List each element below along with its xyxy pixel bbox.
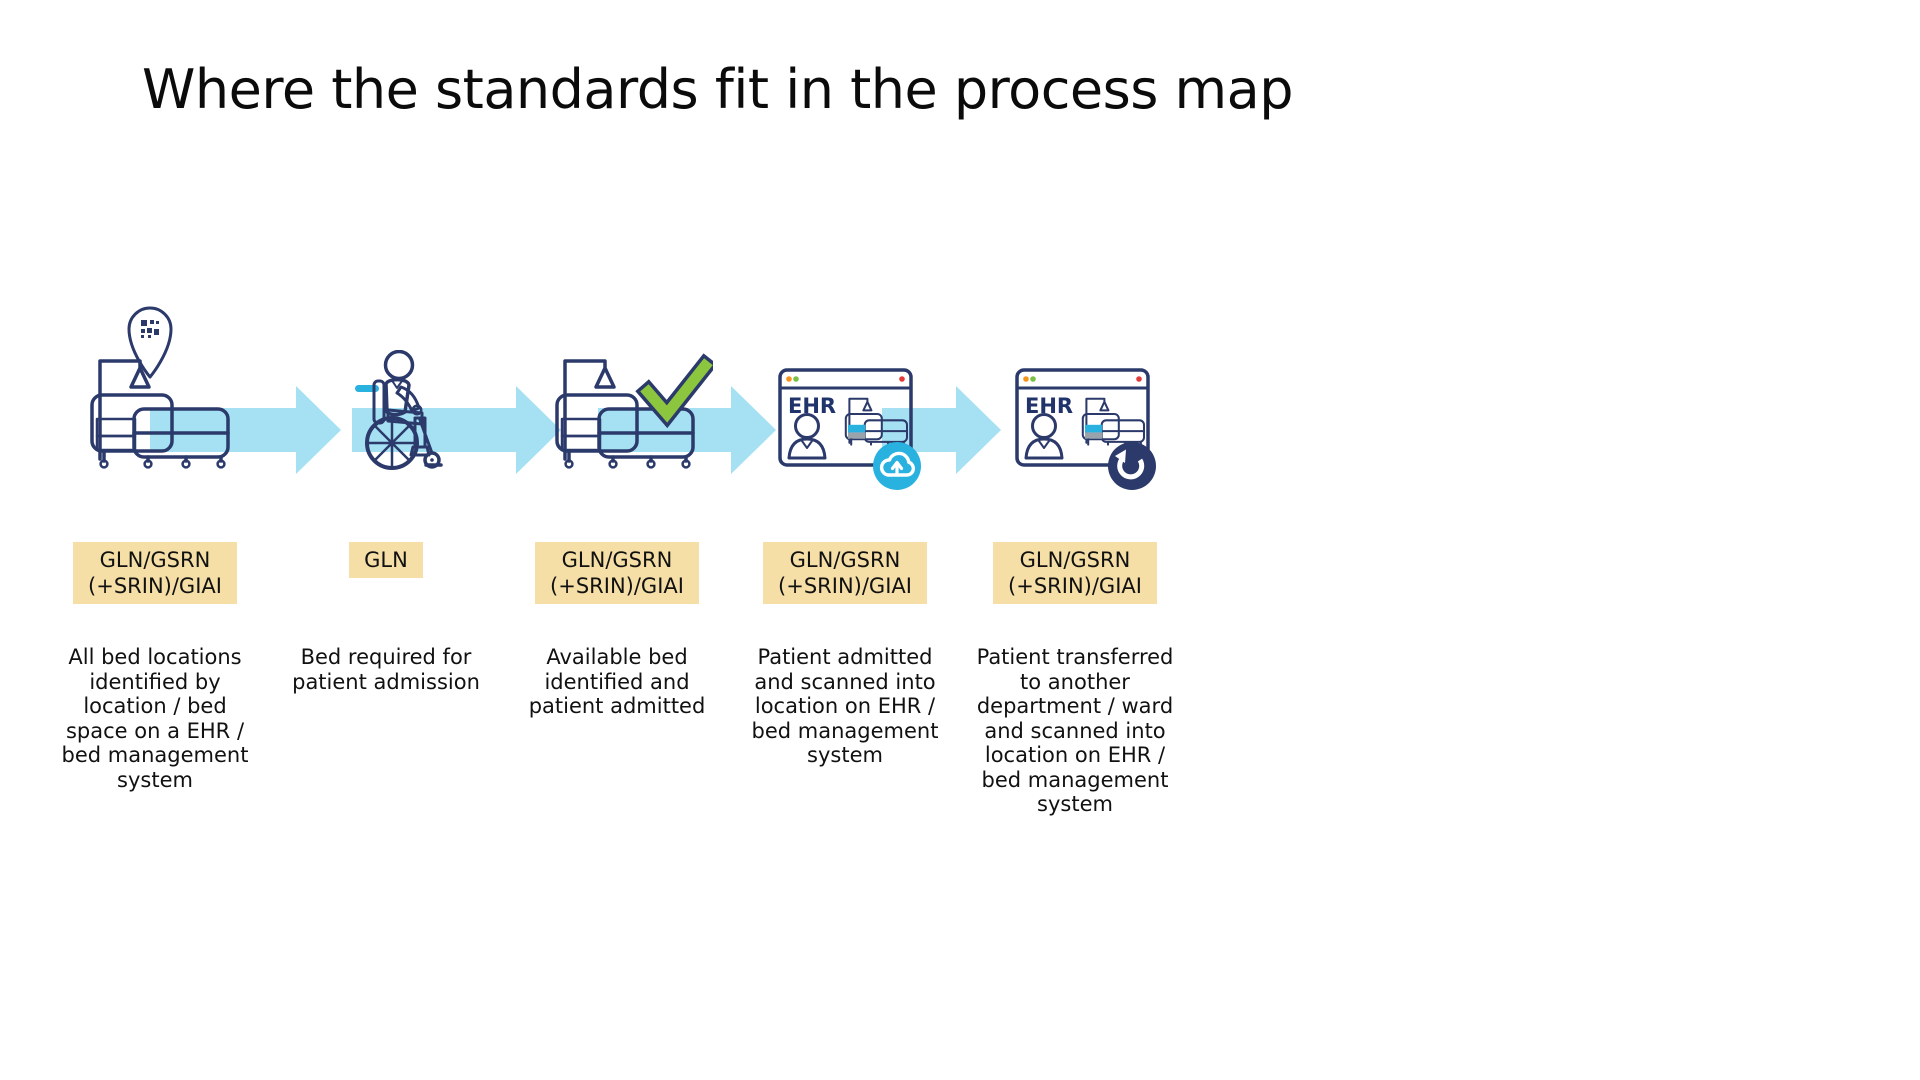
hospital-bed [555, 359, 695, 469]
step-description: Bed required for patient admission [292, 645, 480, 694]
step-description: Patient transferred to another departmen… [976, 645, 1174, 816]
step-column-1: GLN/GSRN (+SRIN)/GIAI All bed locations … [40, 542, 270, 792]
browser-window: EHR [778, 368, 913, 467]
mini-bed [844, 397, 909, 446]
step-description: All bed locations identified by location… [61, 645, 249, 792]
bed-pillow [95, 417, 137, 438]
step-description: Patient admitted and scanned into locati… [751, 645, 939, 767]
browser-dot-green [1030, 376, 1036, 382]
patient-avatar [1024, 413, 1064, 460]
hospital-bed-location-pin-icon [88, 305, 233, 473]
check-icon [635, 353, 713, 429]
hospital-bed [90, 359, 230, 469]
standard-label: GLN/GSRN (+SRIN)/GIAI [535, 542, 699, 605]
iv-stand-icon [594, 366, 616, 389]
patient-wheelchair-icon [342, 350, 454, 472]
step-column-5: GLN/GSRN (+SRIN)/GIAI Patient transferre… [960, 542, 1190, 816]
step-description: Available bed identified and patient adm… [528, 645, 706, 718]
patient-avatar [787, 413, 827, 460]
step-column-3: GLN/GSRN (+SRIN)/GIAI Available bed iden… [502, 542, 732, 718]
cloud-upload-icon [873, 442, 921, 490]
available-bed-check-icon [553, 352, 713, 472]
standard-label: GLN [349, 542, 423, 579]
bed-pillow [560, 417, 602, 438]
location-pin-icon [127, 306, 173, 379]
browser-dot-orange [1023, 376, 1029, 382]
ehr-window-sync-icon: EHR [1014, 366, 1166, 492]
browser-dot-red [899, 376, 905, 382]
browser-dot-red [1136, 376, 1142, 382]
browser-dot-orange [786, 376, 792, 382]
browser-window: EHR [1015, 368, 1150, 467]
slide-title: Where the standards fit in the process m… [142, 58, 1294, 121]
standard-label: GLN/GSRN (+SRIN)/GIAI [73, 542, 237, 605]
ehr-label: EHR [788, 394, 836, 418]
sync-icon [1108, 442, 1156, 490]
standard-label: GLN/GSRN (+SRIN)/GIAI [993, 542, 1157, 605]
step-column-2: GLN Bed required for patient admission [271, 542, 501, 694]
ehr-label: EHR [1025, 394, 1073, 418]
step-column-4: GLN/GSRN (+SRIN)/GIAI Patient admitted a… [730, 542, 960, 767]
mini-bed [1081, 397, 1146, 446]
wheelchair-wheel [365, 416, 443, 470]
browser-dot-green [793, 376, 799, 382]
ehr-window-upload-icon: EHR [777, 366, 929, 492]
standard-label: GLN/GSRN (+SRIN)/GIAI [763, 542, 927, 605]
iv-stand-icon [129, 366, 151, 389]
